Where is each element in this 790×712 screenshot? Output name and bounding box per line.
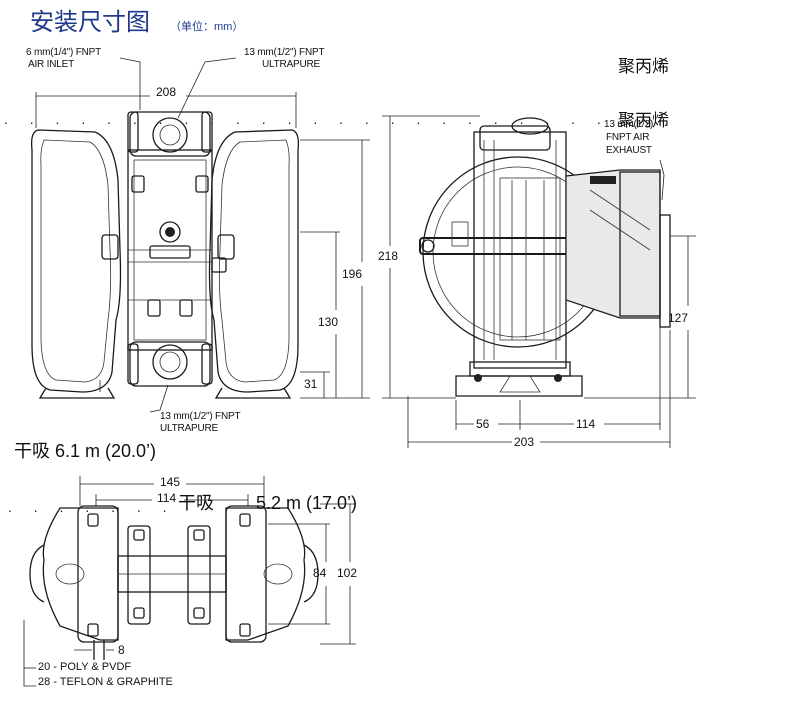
dim-front-height-outlet: 196 — [342, 267, 363, 281]
dim-base-width-outer: 145 — [160, 475, 181, 489]
exhaust-size-label: 13 mm(1/2) — [604, 119, 654, 130]
air-inlet-size-label: 6 mm(1/4") FNPT — [26, 47, 101, 58]
bottom-port-size-label: 13 mm(1/2") FNPT — [160, 411, 241, 422]
dim-side-depth-right: 114 — [576, 417, 596, 431]
front-view-pump — [30, 111, 300, 399]
left-chamber-inner — [40, 139, 112, 383]
right-chamber-inner — [218, 139, 290, 383]
dim-base-width-inner: 114 — [157, 491, 177, 505]
right-chamber — [208, 129, 300, 393]
dry-suction-note-1: 干吸 6.1 m (20.0’) — [14, 441, 157, 461]
air-inlet-label: AIR INLET — [28, 59, 74, 70]
exhaust-muffler — [659, 214, 671, 328]
title-unit: （单位：mm） — [170, 21, 244, 33]
left-foot — [38, 387, 116, 399]
bottom-manifold — [129, 341, 211, 387]
dim-base-depth-outer: 102 — [337, 566, 358, 580]
side-view-pump — [419, 117, 671, 397]
dim-side-depth-left: 56 — [476, 417, 490, 431]
center-fitting — [159, 221, 181, 243]
material-note-1: 聚丙烯 — [618, 57, 669, 76]
bottom-port-label: ULTRAPURE — [160, 423, 219, 434]
legend-item-1: 20 - POLY & PVDF — [38, 661, 132, 673]
side-top-manifold — [479, 125, 551, 151]
dim-front-height-center: 130 — [318, 315, 339, 329]
dim-base-slot: 8 — [118, 643, 125, 657]
exhaust-label-line2: EXHAUST — [606, 145, 652, 156]
dim-side-height-exhaust: 127 — [668, 311, 689, 325]
material-note-2: 聚丙烯 — [618, 111, 669, 130]
dry-suction-note-2-value: 5.2 m (17.0’) — [256, 493, 358, 513]
dot-leader-1: . . . . . . . . . . . . . . . . . . . . … — [4, 112, 624, 126]
base-left-housing — [42, 507, 119, 641]
legend-item-2: 28 - TEFLON & GRAPHITE — [38, 676, 173, 688]
top-port-size-label: 13 mm(1/2") FNPT — [244, 47, 325, 58]
right-foot — [214, 387, 292, 399]
air-valve-block — [565, 169, 661, 319]
dot-leader-2: . . . . . . . . . . . . . . . . . . . . … — [8, 500, 178, 514]
clamp-bolts — [101, 111, 235, 385]
top-port — [152, 117, 188, 153]
dry-suction-note-2-prefix: 干吸 — [178, 493, 214, 513]
base-view-dimension-lines — [23, 476, 356, 687]
front-view-dimension-lines — [35, 57, 370, 413]
side-view-dimension-lines — [382, 115, 696, 448]
top-port-label: ULTRAPURE — [262, 59, 321, 70]
exhaust-label-line1: FNPT AIR — [606, 132, 650, 143]
dim-base-depth-inner: 84 — [313, 566, 327, 580]
dim-side-height-total: 218 — [378, 249, 399, 263]
bottom-port — [152, 344, 188, 380]
page-title: 安装尺寸图 — [30, 8, 150, 36]
base-right-housing — [225, 507, 306, 641]
top-manifold — [129, 111, 211, 157]
base-view-pump — [29, 505, 319, 660]
dim-front-height-inlet: 31 — [304, 377, 318, 391]
side-base — [469, 361, 571, 377]
dim-side-depth-total: 203 — [514, 435, 535, 449]
left-chamber — [30, 129, 122, 393]
dim-front-width: 208 — [156, 85, 177, 99]
